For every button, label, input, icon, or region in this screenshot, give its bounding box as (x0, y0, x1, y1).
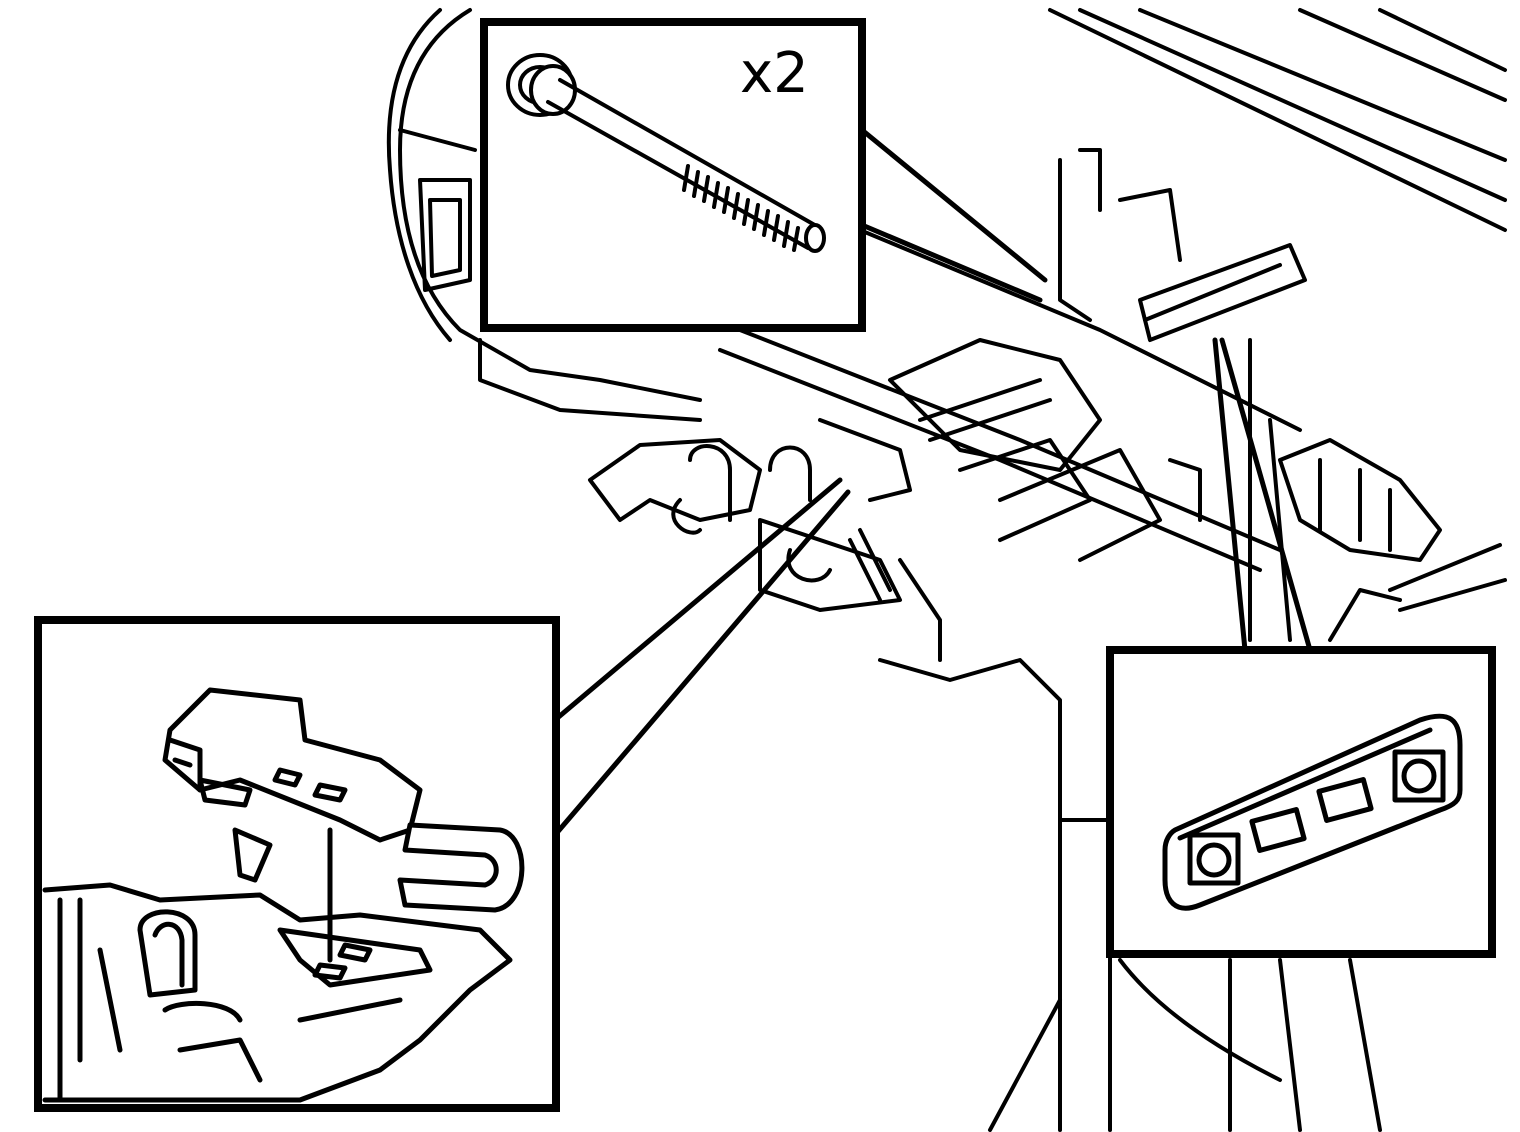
bolt-icon (506, 53, 826, 253)
bracket-plate-icon (1162, 713, 1463, 911)
connector-callout-box (34, 616, 560, 1112)
connector-clip-icon (42, 687, 525, 1103)
bolt-quantity-label: x2 (740, 41, 809, 106)
bolt-callout-leader (859, 127, 1048, 303)
bracket-callout-leader (1212, 337, 1313, 653)
callout-leaders (552, 127, 1313, 838)
connector-callout-leader (552, 477, 851, 838)
bolt-callout-box: x2 (480, 18, 866, 332)
bracket-callout-box (1106, 646, 1496, 958)
